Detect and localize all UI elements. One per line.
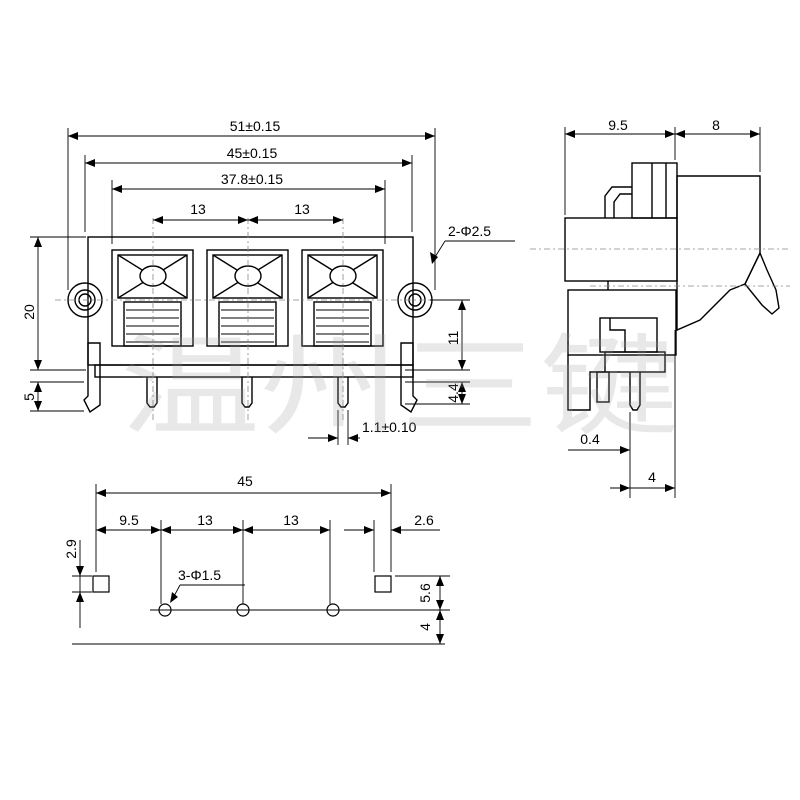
dim-terminal-span: 37.8±0.15 [221, 171, 283, 187]
dim-pcb-first-offset: 9.5 [119, 512, 139, 528]
dim-mount-hole-callout: 2-Φ2.5 [448, 223, 491, 239]
spring-slots [126, 309, 369, 343]
pcb-dimension-lines [72, 484, 450, 645]
dim-terminal-pitch-right: 13 [294, 201, 310, 217]
dim-pcb-row-spacing: 5.6 [417, 583, 433, 603]
pin-2 [241, 377, 253, 408]
side-dimension-lines [564, 127, 761, 498]
side-pin [629, 372, 641, 411]
dim-pcb-last-offset: 2.6 [414, 512, 434, 528]
side-base [604, 351, 666, 373]
pcb-pad-right [374, 575, 392, 593]
snap-leg-left [83, 342, 101, 414]
dim-leg-length: 5 [21, 393, 37, 401]
watermark-text: 温州三键 [120, 323, 680, 451]
pin-1 [146, 377, 158, 408]
front-centerlines [55, 218, 455, 420]
side-centerlines [530, 248, 790, 287]
dim-pcb-bottom-margin: 4 [417, 623, 433, 631]
dim-body-height: 20 [21, 304, 37, 320]
side-lower-block [567, 289, 677, 356]
dim-pcb-overall: 45 [237, 473, 253, 489]
dim-terminal-pitch-left: 13 [190, 201, 206, 217]
dim-side-depth-rear: 9.5 [608, 117, 628, 133]
dim-pcb-square-height: 2.9 [63, 539, 79, 559]
side-top-block [631, 162, 678, 219]
dim-pin-length: 4.4 [445, 383, 461, 403]
dim-overall-width: 51±0.15 [230, 118, 281, 134]
dim-pin-width: 1.1±0.10 [362, 419, 417, 435]
dim-pcb-hole-callout: 3-Φ1.5 [178, 567, 221, 583]
dim-mount-hole-pitch: 45±0.15 [227, 145, 278, 161]
dim-pcb-pitch-1: 13 [197, 512, 213, 528]
pcb-pad-left [92, 575, 110, 593]
snap-leg-right [400, 342, 418, 414]
dim-hole-height: 11 [445, 331, 461, 346]
arrowheads [34, 130, 760, 644]
dim-side-depth-front: 8 [712, 117, 720, 133]
side-view [564, 162, 780, 411]
side-top-hook [604, 186, 632, 218]
pin-3 [337, 377, 349, 408]
dim-side-pin-depth: 4 [648, 469, 656, 485]
dim-side-pin-offset: 0.4 [580, 431, 600, 447]
side-front-cover [676, 175, 761, 332]
side-main-block [564, 217, 678, 282]
dim-pcb-pitch-2: 13 [283, 512, 299, 528]
side-lever [744, 251, 780, 315]
